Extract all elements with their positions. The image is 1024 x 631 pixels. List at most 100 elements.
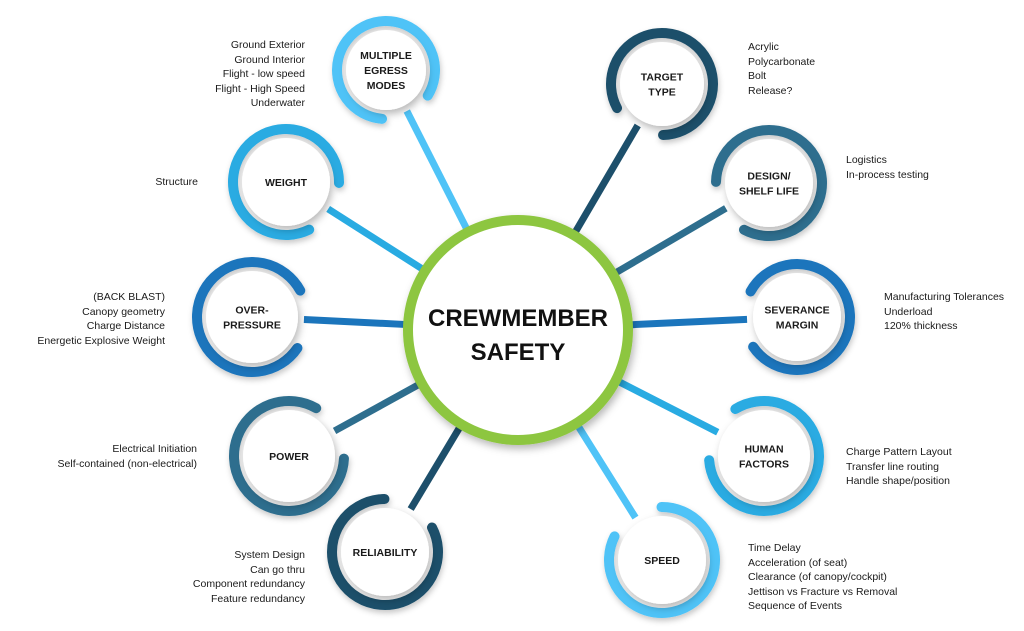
target-type-connector: [572, 123, 641, 234]
human-factors-node: HUMAN FACTORS: [704, 396, 824, 516]
design-shelf-life-note-line: In-process testing: [846, 168, 929, 181]
speed-ring: [604, 502, 720, 618]
reliability-note-line: System Design: [234, 549, 305, 561]
speed-note-line: Time Delay: [748, 542, 801, 554]
severance-margin-note-line: 120% thickness: [884, 320, 958, 332]
multiple-egress-modes-note-line: Flight - High Speed: [215, 82, 305, 95]
center-title-line: CREWMEMBER: [428, 305, 608, 332]
power-label-line: POWER: [269, 451, 309, 463]
over-pressure-node: OVER- PRESSURE: [192, 257, 306, 377]
weight-notes: Structure: [155, 175, 198, 190]
target-type-label-line: TARGET: [641, 72, 684, 84]
power-connector: [332, 381, 420, 434]
connector-layer: [303, 109, 748, 520]
weight-note-line: Structure: [155, 176, 198, 188]
speed-node: SPEED: [604, 502, 720, 618]
over-pressure-note-line: Canopy geometry: [82, 305, 165, 318]
over-pressure-disc: [206, 271, 298, 363]
human-factors-disc: [718, 410, 810, 502]
severance-margin-label-line: SEVERANCE: [764, 305, 829, 317]
target-type-note-line: Release?: [748, 84, 793, 97]
reliability-label-line: RELIABILITY: [353, 547, 418, 559]
design-shelf-life-ring: [711, 125, 827, 241]
multiple-egress-modes-note-line: Ground Interior: [234, 53, 305, 66]
target-type-node: TARGET TYPE: [606, 28, 718, 140]
over-pressure-note-line: Charge Distance: [86, 320, 165, 332]
design-shelf-life-disc: [725, 139, 813, 227]
speed-note-line: Sequence of Events: [748, 600, 842, 612]
weight-connector: [326, 205, 424, 272]
over-pressure-note-line: (BACK BLAST): [93, 291, 165, 303]
speed-note-line: Jettison vs Fracture vs Removal: [748, 585, 898, 598]
human-factors-note-line: Transfer line routing: [846, 460, 939, 473]
reliability-note-line: Component redundancy: [192, 578, 305, 590]
over-pressure-label-line: OVER-: [235, 305, 269, 317]
reliability-note-line: Feature redundancy: [211, 592, 305, 605]
human-factors-connector: [617, 378, 720, 436]
weight-disc: [242, 138, 330, 226]
power-node: POWER: [229, 396, 349, 516]
multiple-egress-modes-connector: [403, 109, 470, 230]
power-note-line: Self-contained (non-electrical): [57, 457, 197, 470]
severance-margin-ring: [745, 259, 855, 375]
target-type-disc: [620, 42, 704, 126]
design-shelf-life-connector: [614, 205, 728, 276]
power-ring: [229, 396, 349, 516]
speed-note-line: Clearance (of canopy/cockpit): [748, 571, 887, 583]
reliability-connector: [407, 425, 463, 511]
severance-margin-connector: [631, 315, 748, 329]
human-factors-note-line: Handle shape/position: [846, 475, 950, 487]
reliability-note-line: Can go thru: [250, 563, 305, 576]
human-factors-label-line: HUMAN: [744, 444, 783, 456]
multiple-egress-modes-note-line: Underwater: [250, 97, 305, 109]
target-type-note-line: Bolt: [748, 70, 767, 82]
human-factors-note-line: Charge Pattern Layout: [846, 446, 952, 458]
reliability-ring: [327, 494, 443, 610]
design-shelf-life-label-line: DESIGN/: [747, 171, 790, 183]
reliability-disc: [341, 508, 429, 596]
weight-label-line: WEIGHT: [265, 177, 308, 189]
target-type-note-line: Polycarbonate: [748, 55, 816, 68]
center-hub: CREWMEMBER SAFETY: [403, 215, 633, 445]
multiple-egress-modes-label-line: MODES: [367, 80, 406, 92]
center-ring: [403, 215, 633, 445]
target-type-ring: [606, 28, 718, 140]
speed-disc: [618, 516, 706, 604]
speed-label-line: SPEED: [644, 555, 680, 567]
power-disc: [243, 410, 335, 502]
human-factors-label-line: FACTORS: [739, 459, 789, 471]
severance-margin-note-line: Manufacturing Tolerances: [884, 291, 1005, 303]
reliability-node: RELIABILITY: [327, 494, 443, 610]
design-shelf-life-node: DESIGN/SHELF LIFE: [711, 125, 827, 241]
target-type-label-line: TYPE: [648, 87, 675, 99]
severance-margin-label-line: MARGIN: [776, 320, 819, 332]
multiple-egress-modes-disc: [346, 30, 426, 110]
design-shelf-life-note-line: Logistics: [846, 154, 887, 166]
over-pressure-note-line: Energetic Explosive Weight: [37, 334, 165, 347]
human-factors-ring: [704, 396, 824, 516]
weight-ring: [228, 124, 344, 240]
severance-margin-note-line: Underload: [884, 305, 933, 318]
weight-node: WEIGHT: [228, 124, 344, 240]
multiple-egress-modes-note-line: Ground Exterior: [230, 39, 305, 51]
center-title-line: SAFETY: [471, 339, 566, 366]
multiple-egress-modes-ring: [332, 16, 440, 124]
over-pressure-ring: [192, 257, 306, 377]
speed-connector: [575, 424, 639, 520]
multiple-egress-modes-label-line: MULTIPLE: [360, 50, 412, 62]
target-type-note-line: Acrylic: [748, 41, 779, 53]
over-pressure-label-line: PRESSURE: [223, 320, 281, 332]
